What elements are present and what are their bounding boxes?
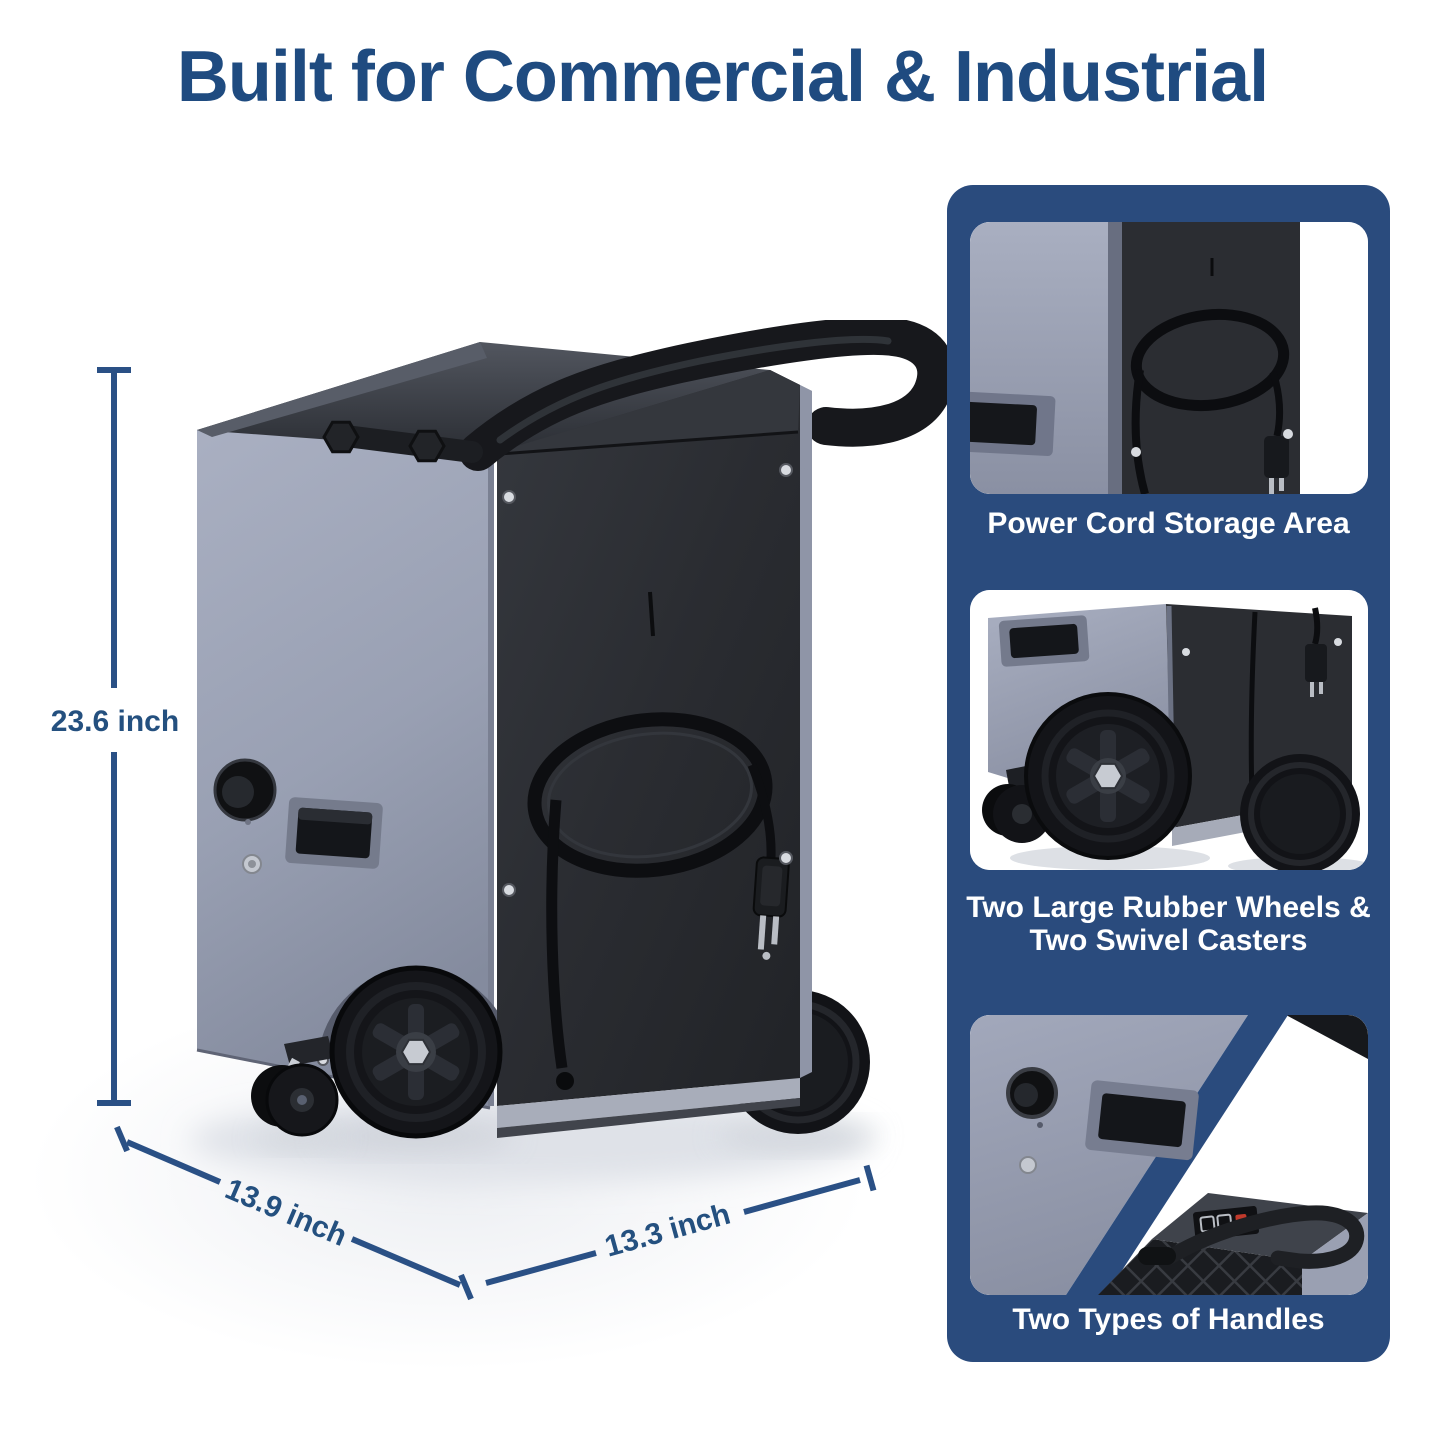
feature-caption-handles: Two Types of Handles bbox=[947, 1303, 1390, 1336]
caption-line: Two Types of Handles bbox=[1012, 1303, 1325, 1336]
width-dimension-line bbox=[485, 1164, 877, 1286]
features-panel: Power Cord Storage Area bbox=[947, 185, 1390, 1362]
depth-dimension-label: 13.9 inch bbox=[220, 1172, 351, 1253]
side-pocket-handle bbox=[285, 797, 383, 869]
feature-image-wheels bbox=[970, 590, 1368, 870]
right-edge-strip-overlap bbox=[800, 385, 812, 470]
drain-port bbox=[213, 758, 277, 825]
height-dimension-line bbox=[97, 367, 131, 1106]
caption-line: Two Large Rubber Wheels & bbox=[966, 891, 1371, 924]
back-panel bbox=[497, 370, 800, 1106]
base-plate bbox=[497, 1078, 800, 1138]
feature-image-power-cord bbox=[970, 222, 1368, 494]
page-title: Built for Commercial & Industrial bbox=[176, 37, 1269, 117]
caption-line: Power Cord Storage Area bbox=[987, 507, 1350, 540]
feature-caption-power-cord: Power Cord Storage Area bbox=[947, 507, 1390, 540]
swivel-caster bbox=[251, 1036, 339, 1137]
caption-line: Two Swivel Casters bbox=[1029, 924, 1308, 957]
folding-side-handle bbox=[322, 420, 483, 463]
power-cord bbox=[527, 712, 790, 1090]
product-render: 23.6 inch 13.9 inch 13.3 inch bbox=[51, 320, 956, 1301]
push-handle bbox=[459, 320, 956, 471]
product-shadow bbox=[190, 1098, 880, 1182]
power-plug bbox=[752, 856, 790, 960]
height-dimension-label: 23.6 inch bbox=[51, 705, 179, 738]
drain-fitting bbox=[242, 854, 262, 874]
feature-caption-wheels: Two Large Rubber Wheels & Two Swivel Cas… bbox=[947, 891, 1390, 957]
large-wheel bbox=[329, 965, 503, 1139]
feature-image-handles bbox=[970, 1015, 1368, 1295]
right-edge-strip bbox=[800, 385, 812, 1078]
depth-dimension-line bbox=[114, 1125, 474, 1301]
width-dimension-label: 13.3 inch bbox=[601, 1197, 734, 1263]
